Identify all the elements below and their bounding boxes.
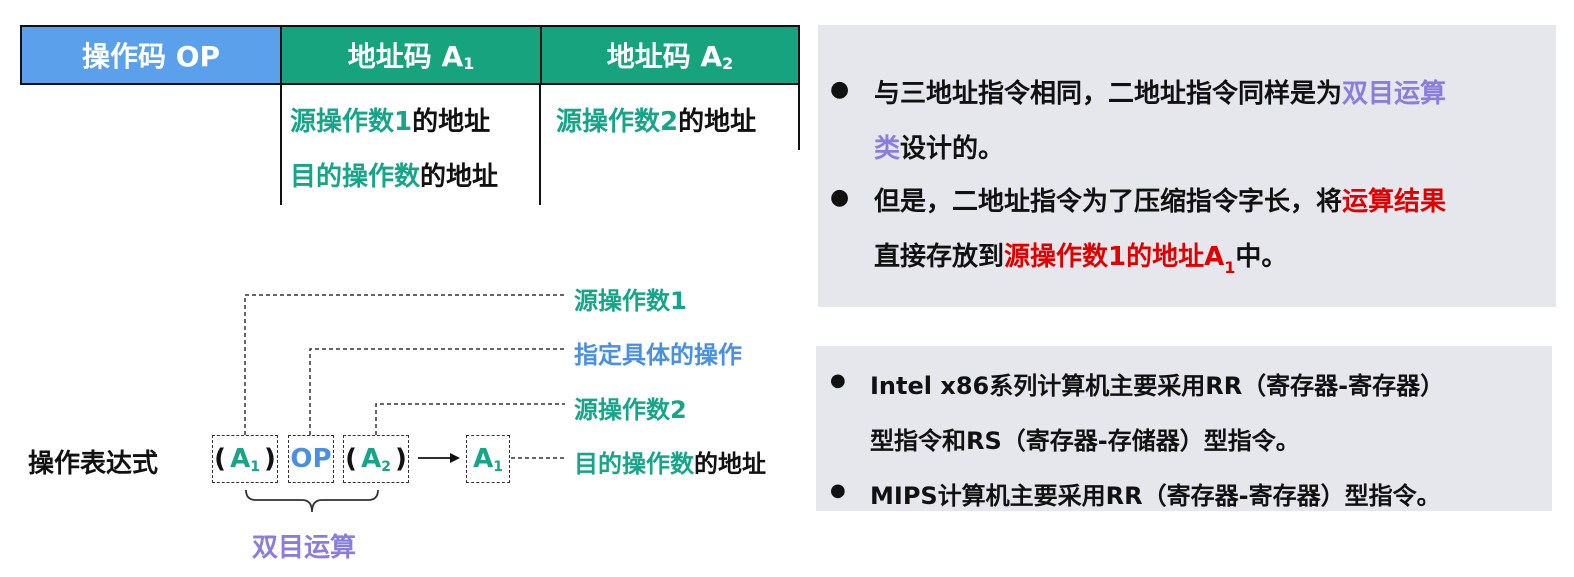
bullet-2-highlight: 运算结果 — [1342, 187, 1447, 217]
connector-src2 — [375, 403, 565, 435]
x86-line-1: Intel x86系列计算机主要采用RR（寄存器-寄存器） — [870, 372, 1445, 400]
bullet-dot-1: ● — [830, 77, 850, 102]
bullet-1-highlight: 双目运算 — [1342, 79, 1447, 109]
table-divider-1 — [280, 85, 282, 205]
a1-line1-plain: 的地址 — [412, 107, 491, 137]
bullet-2-line-1: 但是，二地址指令为了压缩指令字长，将运算结果 — [874, 181, 1446, 218]
box3-paren-close: ) — [394, 444, 407, 474]
explanation-panel: ● 与三地址指令相同，二地址指令同样是为双目运算 类设计的。 ● 但是，二地址指… — [818, 25, 1556, 307]
label-dest-colored: 目的操作数 — [574, 450, 694, 478]
bullet-1-line2-highlight: 类 — [874, 134, 901, 164]
box3-main: A — [361, 444, 382, 474]
mips-line: MIPS计算机主要采用RR（寄存器-寄存器）型指令。 — [870, 482, 1441, 510]
header-a2-subscript: 2 — [722, 53, 734, 73]
diagram-connector-lines — [244, 294, 565, 513]
bullet-1-line2-text: 设计的。 — [900, 134, 1005, 164]
a1-line2-colored: 目的操作数 — [290, 162, 421, 192]
header-opcode-label: 操作码 OP — [81, 40, 221, 73]
a2-line1-plain: 的地址 — [678, 107, 757, 137]
label-specific-operation: 指定具体的操作 — [574, 341, 742, 369]
bullet-dot-2: ● — [830, 185, 850, 210]
bullet-2-line2-text: 直接存放到 — [874, 242, 1005, 272]
result-arrow-head — [450, 453, 460, 463]
header-opcode: 操作码 OP — [20, 25, 282, 85]
table-divider-2 — [539, 85, 541, 205]
a1-source-operand-address: 源操作数1的地址 — [290, 101, 490, 138]
connector-op — [309, 348, 565, 435]
box3-subscript: 2 — [381, 459, 391, 475]
bullet-2-line2-end: 中。 — [1235, 242, 1288, 272]
expression-label: 操作表达式 — [28, 449, 159, 479]
a2-line1-colored: 源操作数2 — [556, 107, 679, 137]
bullet-1-line-2: 类设计的。 — [874, 128, 1004, 165]
table-divider-3 — [798, 85, 800, 150]
box3-paren-open: ( — [345, 444, 358, 474]
bullet-1-line-1: 与三地址指令相同，二地址指令同样是为双目运算 — [874, 73, 1446, 110]
header-a1-subscript: 1 — [463, 53, 475, 73]
bullet-dot-3: ● — [830, 370, 846, 391]
bullet-2-text: 但是，二地址指令为了压缩指令字长，将 — [874, 187, 1343, 217]
opcode-box: OP — [288, 435, 334, 483]
box1-main: A — [230, 444, 251, 474]
header-a1-label: 地址码 A — [347, 40, 464, 73]
label-source-operand-1: 源操作数1 — [574, 287, 687, 315]
bullet-2-line2-subscript: 1 — [1224, 258, 1236, 277]
a2-source-operand-address: 源操作数2的地址 — [556, 101, 756, 138]
label-source-operand-2: 源操作数2 — [574, 396, 687, 424]
bullet-2-line2-highlight: 源操作数1的地址A — [1004, 242, 1225, 272]
label-dest-address: 目的操作数的地址 — [574, 444, 766, 479]
box1-paren-close: ) — [263, 444, 276, 474]
a1-line2-plain: 的地址 — [420, 162, 499, 192]
binary-operation-label: 双目运算 — [252, 533, 357, 563]
label-dest-plain: 的地址 — [694, 450, 766, 478]
cpu-examples-panel: ● Intel x86系列计算机主要采用RR（寄存器-寄存器） 型指令和RS（寄… — [816, 346, 1552, 511]
a1-dest-operand-address: 目的操作数的地址 — [290, 156, 498, 193]
bullet-dot-4: ● — [830, 480, 846, 501]
box4-main: A — [473, 444, 494, 474]
x86-line-2: 型指令和RS（寄存器-存储器）型指令。 — [870, 427, 1300, 455]
header-a2-label: 地址码 A — [606, 40, 723, 73]
box4-subscript: 1 — [493, 459, 503, 475]
box1-paren-open: ( — [214, 444, 227, 474]
connector-src1 — [244, 294, 565, 435]
box1-subscript: 1 — [250, 459, 260, 475]
a1-line1-colored: 源操作数1 — [290, 107, 413, 137]
binary-op-brace — [245, 489, 379, 513]
bullet-1-text: 与三地址指令相同，二地址指令同样是为 — [874, 79, 1343, 109]
bullet-2-line-2: 直接存放到源操作数1的地址A1中。 — [874, 236, 1288, 277]
